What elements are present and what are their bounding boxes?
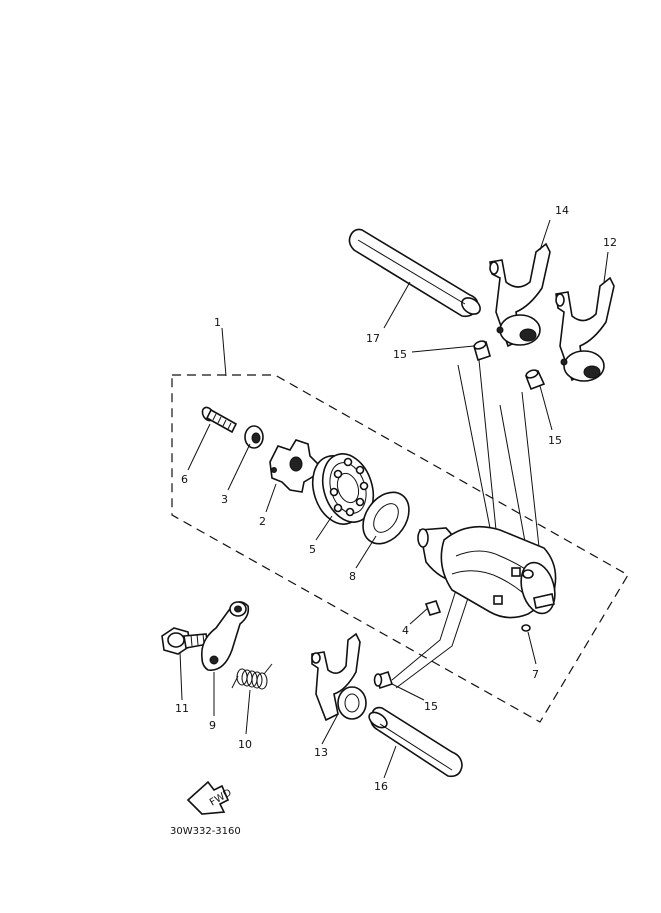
guide-pin-lower bbox=[373, 670, 394, 690]
label-part-14: 14 bbox=[555, 204, 569, 217]
label-part-10: 10 bbox=[238, 738, 252, 751]
spring-10 bbox=[231, 663, 273, 690]
label-part-13: 13 bbox=[314, 746, 328, 759]
label-part-1: 1 bbox=[214, 316, 221, 329]
screw-6 bbox=[201, 406, 238, 434]
shift-fork-12 bbox=[555, 276, 615, 382]
stopper-lever-9 bbox=[200, 601, 250, 671]
label-part-15-lower: 15 bbox=[424, 700, 438, 713]
label-part-15-right: 15 bbox=[548, 434, 562, 447]
shift-drum bbox=[417, 525, 557, 619]
label-part-7: 7 bbox=[532, 668, 539, 681]
bearing-5 bbox=[311, 453, 375, 525]
label-part-9: 9 bbox=[209, 719, 216, 732]
label-part-11: 11 bbox=[175, 702, 189, 715]
guide-pin-upper-right bbox=[524, 369, 546, 391]
assembly-group-outline bbox=[171, 374, 629, 723]
diagram-code: 30W332-3160 bbox=[170, 826, 241, 837]
label-part-17: 17 bbox=[366, 332, 380, 345]
fwd-arrow-icon: FWD bbox=[186, 780, 234, 815]
label-part-5: 5 bbox=[309, 543, 316, 556]
pin-7 bbox=[521, 624, 531, 632]
label-part-15-upper: 15 bbox=[393, 348, 407, 361]
shift-fork-14 bbox=[489, 242, 551, 348]
washer-3 bbox=[244, 425, 264, 449]
shift-fork-shaft-lower bbox=[368, 706, 463, 778]
segment-2 bbox=[269, 439, 319, 493]
label-part-3: 3 bbox=[221, 493, 228, 506]
pin-4 bbox=[424, 600, 442, 616]
label-part-4: 4 bbox=[402, 624, 409, 637]
label-part-12: 12 bbox=[603, 236, 617, 249]
label-part-16: 16 bbox=[374, 780, 388, 793]
guide-pin-upper-left bbox=[473, 340, 491, 362]
label-part-2: 2 bbox=[259, 515, 266, 528]
label-part-6: 6 bbox=[181, 473, 188, 486]
bolt-11 bbox=[161, 627, 209, 655]
shift-fork-shaft-upper bbox=[348, 228, 481, 318]
label-part-8: 8 bbox=[349, 570, 356, 583]
shift-fork-13 bbox=[311, 632, 367, 722]
washer-8 bbox=[362, 491, 410, 545]
